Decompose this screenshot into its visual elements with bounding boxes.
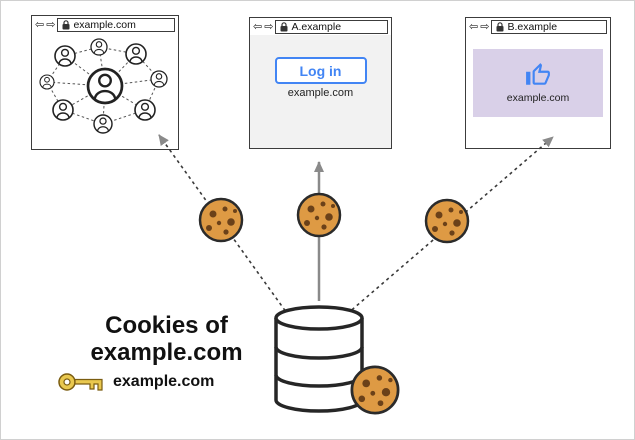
browser-toolbar: ⇦ ⇨ B.example <box>466 18 610 35</box>
iframe-domain-label: example.com <box>506 92 570 104</box>
lock-icon <box>280 22 288 32</box>
browser-toolbar: ⇦ ⇨ example.com <box>32 16 178 33</box>
address-bar[interactable]: example.com <box>57 18 175 32</box>
like-iframe: example.com <box>473 49 603 117</box>
diagram-title: Cookies of example.com <box>79 312 254 366</box>
cookie-icon <box>424 198 470 244</box>
browser-window-a-example: ⇦ ⇨ A.example Log in example.com <box>249 17 392 149</box>
key-legend: example.com <box>57 370 214 394</box>
arrow-to-example-com <box>158 134 290 317</box>
cookie-database <box>274 305 364 413</box>
forward-icon[interactable]: ⇨ <box>264 21 273 33</box>
user-icons <box>39 38 168 134</box>
thumbs-up-icon[interactable] <box>525 62 551 88</box>
title-line-2: example.com <box>90 339 243 366</box>
arrow-to-b-example <box>346 136 554 315</box>
address-bar[interactable]: B.example <box>491 20 607 34</box>
back-icon[interactable]: ⇦ <box>469 21 478 33</box>
url-text: A.example <box>291 21 342 33</box>
title-line-1: Cookies of <box>105 312 228 339</box>
page-content: example.com <box>466 35 610 148</box>
key-label: example.com <box>113 373 215 390</box>
browser-window-example-com: ⇦ ⇨ example.com <box>31 15 179 150</box>
lock-icon <box>496 22 504 32</box>
social-graph <box>39 38 168 134</box>
page-content-social-graph <box>32 33 178 149</box>
address-bar[interactable]: A.example <box>275 20 388 34</box>
cookie-icon <box>198 197 244 243</box>
key-icon <box>58 373 103 391</box>
iframe-domain-label: example.com <box>287 87 354 99</box>
login-button[interactable]: Log in <box>274 57 367 84</box>
lock-icon <box>62 20 70 30</box>
login-iframe: Log in example.com <box>250 35 391 148</box>
cookie-icon <box>296 192 342 238</box>
forward-icon[interactable]: ⇨ <box>46 19 55 31</box>
cookie-icon <box>350 365 400 415</box>
forward-icon[interactable]: ⇨ <box>480 21 489 33</box>
back-icon[interactable]: ⇦ <box>35 19 44 31</box>
back-icon[interactable]: ⇦ <box>253 21 262 33</box>
url-text: B.example <box>507 21 558 33</box>
browser-toolbar: ⇦ ⇨ A.example <box>250 18 391 35</box>
url-text: example.com <box>73 19 136 31</box>
browser-window-b-example: ⇦ ⇨ B.example example.com <box>465 17 611 149</box>
